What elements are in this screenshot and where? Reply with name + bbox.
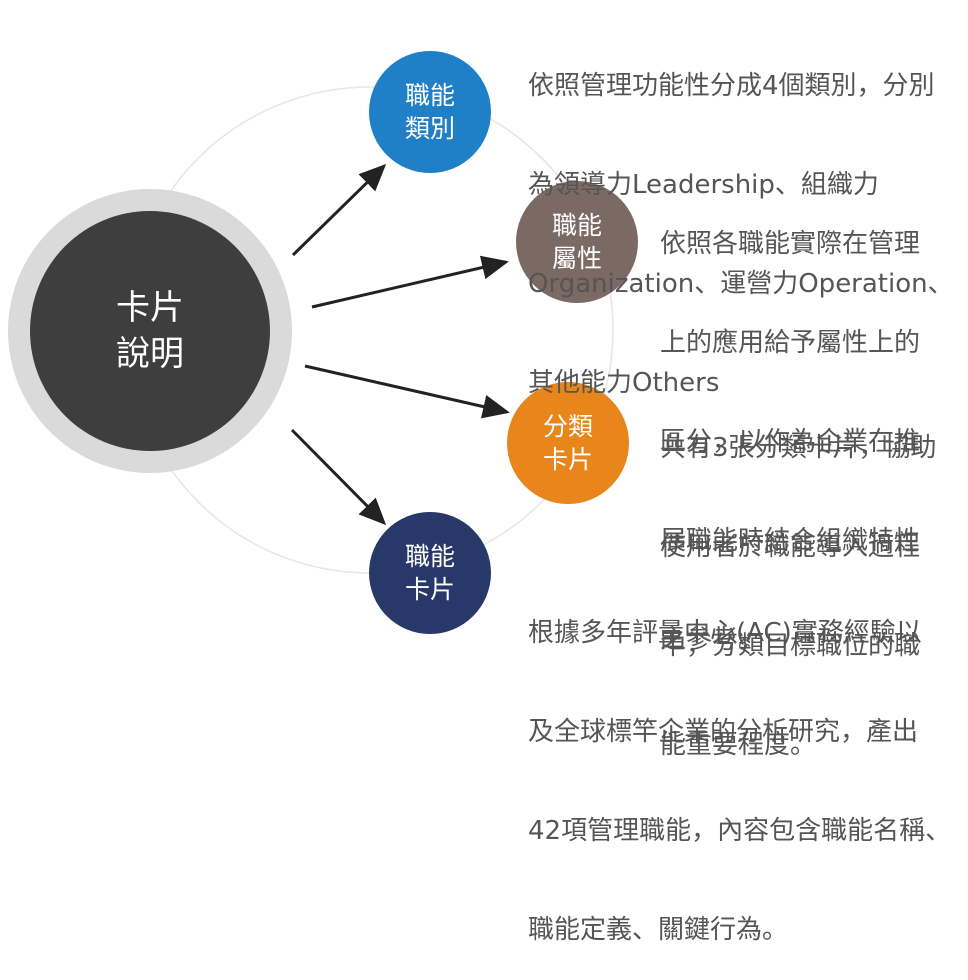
description-attribute: 依照各職能實際在管理 上的應用給予屬性上的 區分，以作為企業在推 展職能時結合組… <box>660 162 920 690</box>
description-category: 依照管理功能性分成4個類別，分別 為領導力Leadership、組織力 Orga… <box>528 4 954 433</box>
node-label-line1: 職能 <box>404 81 455 110</box>
center-ring: 卡片 說明 <box>8 189 292 473</box>
arrow-to-category <box>291 163 387 257</box>
node-label-line1: 職能 <box>551 211 602 240</box>
arrow-to-competency-card <box>290 428 387 526</box>
description-line: Organization、運營力Operation、 <box>528 269 954 299</box>
arrow-to-classification <box>304 364 510 419</box>
node-classification-card: 分類 卡片 <box>507 382 629 504</box>
description-line: 其他能力Others <box>528 368 720 398</box>
description-line: 上的應用給予屬性上的 <box>660 328 921 358</box>
description-line: 共有3張分類卡片，協助 <box>660 433 937 463</box>
node-competency-category: 職能 類別 <box>369 51 491 173</box>
description-line: 之參考。 <box>660 625 765 655</box>
node-label-line2: 屬性 <box>551 244 602 273</box>
description-competency-card: 根據多年評量中心(AC)實務經驗以 及全球標竿企業的分析研究，產出 42項管理職… <box>528 551 951 980</box>
description-line: 使用者於職能導入過程 <box>660 532 921 562</box>
node-label-line1: 分類 <box>542 412 593 441</box>
arrow-to-attribute <box>311 255 509 309</box>
description-line: 中，分類目標職位的職 <box>660 631 921 661</box>
description-line: 職能定義、關鍵行為。 <box>528 915 789 945</box>
description-line: 及全球標竿企業的分析研究，產出 <box>528 717 919 747</box>
center-node: 卡片 說明 <box>30 211 270 451</box>
description-line: 根據多年評量中心(AC)實務經驗以 <box>528 618 922 648</box>
node-label-line2: 卡片 <box>542 445 593 474</box>
node-label-line1: 職能 <box>404 542 455 571</box>
description-line: 區分，以作為企業在推 <box>660 427 921 457</box>
center-label-line2: 說明 <box>116 334 184 374</box>
node-competency-card: 職能 卡片 <box>369 512 491 634</box>
node-label-line2: 類別 <box>404 114 455 143</box>
description-line: 展職能時結合組織特性 <box>660 526 921 556</box>
center-label-line1: 卡片 <box>116 288 184 328</box>
description-line: 為領導力Leadership、組織力 <box>528 170 879 200</box>
node-label-line2: 卡片 <box>404 575 455 604</box>
description-line: 依照管理功能性分成4個類別，分別 <box>528 71 935 101</box>
description-line: 42項管理職能，內容包含職能名稱、 <box>528 816 952 846</box>
node-competency-attribute: 職能 屬性 <box>516 181 638 303</box>
description-line: 依照各職能實際在管理 <box>660 229 921 259</box>
